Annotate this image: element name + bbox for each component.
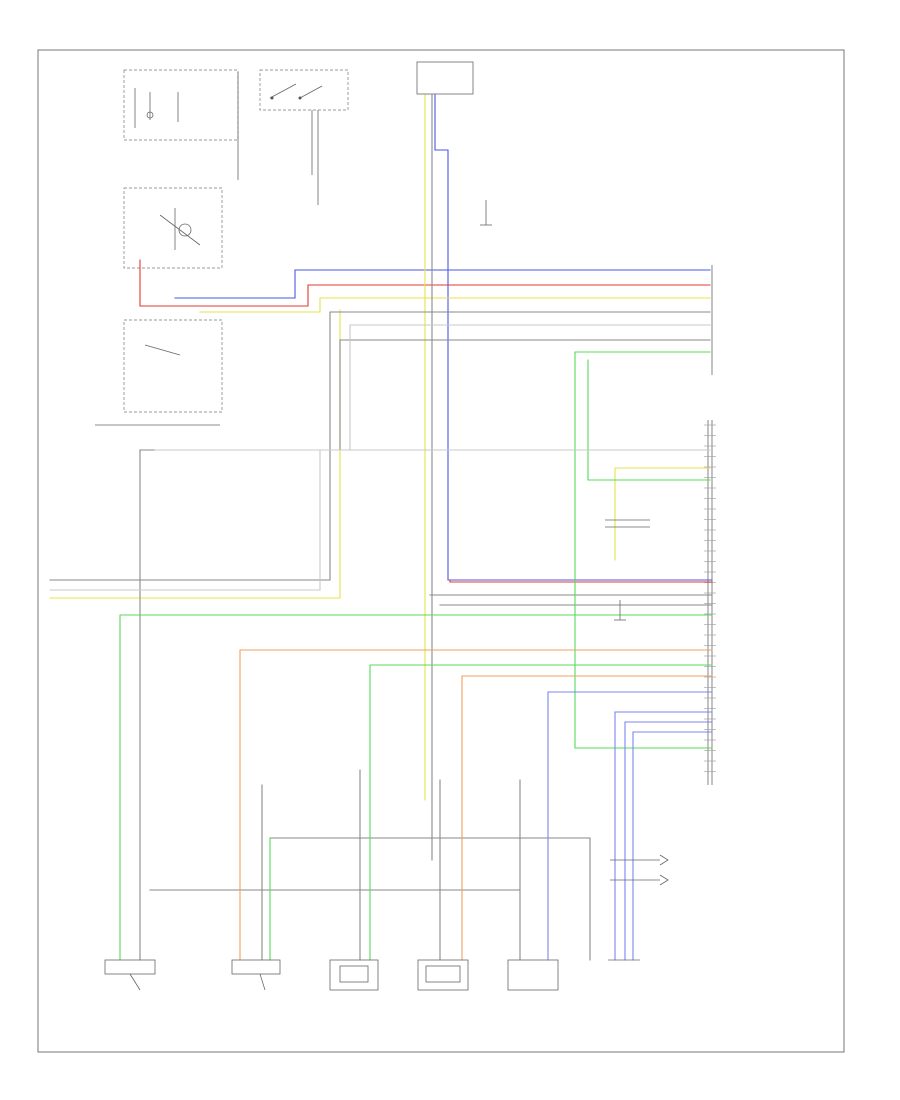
ground-symbols [480, 200, 650, 621]
ignition-switch [259, 69, 349, 205]
sensor-2 [231, 959, 281, 991]
sensor-5 [507, 959, 559, 991]
wire-light-gray [49, 324, 711, 591]
wire-orange [239, 649, 713, 961]
control-unit-top [416, 61, 474, 95]
wire-green [119, 351, 713, 961]
wire-gray [49, 94, 713, 961]
wire-red [139, 259, 713, 583]
connector-right-bottom [608, 854, 669, 961]
sensor-3 [329, 959, 379, 991]
fuse-box-top-left [123, 69, 239, 180]
wire-light-blue [547, 691, 713, 961]
wire-yellow [49, 94, 711, 801]
ecm-connector [704, 265, 716, 785]
sensor-1 [104, 959, 156, 991]
wire-blue [174, 94, 713, 581]
junction-box-left [95, 187, 223, 426]
diagram-frame [37, 49, 845, 1053]
sensor-4 [417, 959, 469, 991]
